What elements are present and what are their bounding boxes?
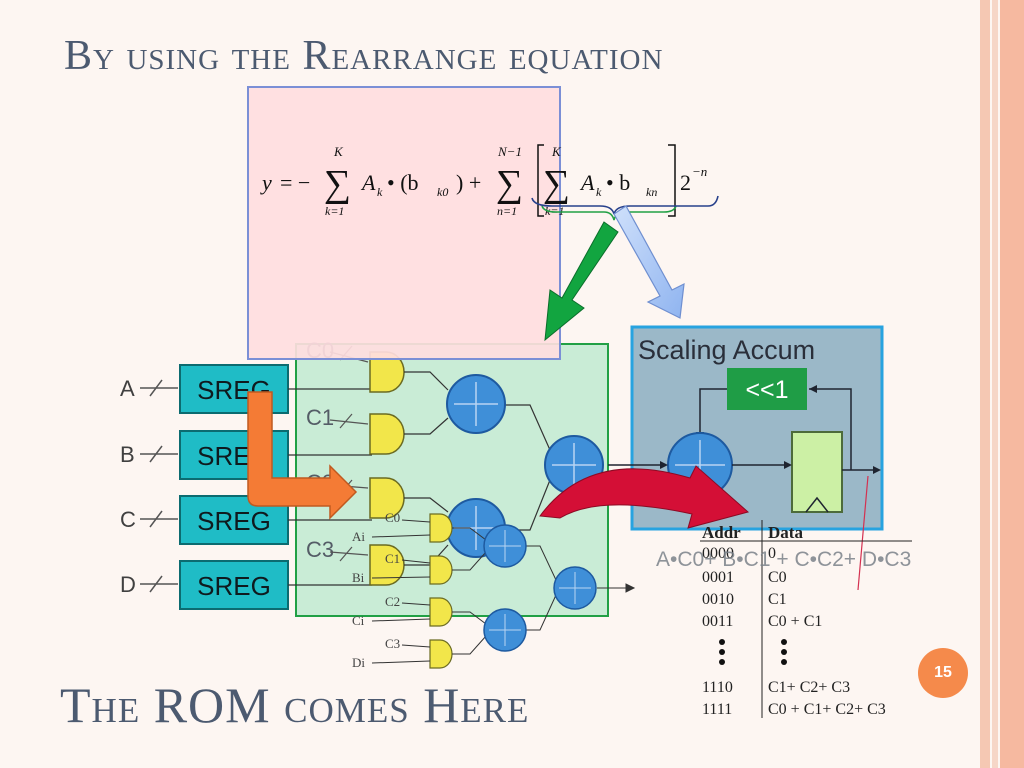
- eq-pow-base: 2: [680, 170, 691, 195]
- rom-row-4-data: C0 + C1: [768, 613, 822, 630]
- eq-close1: ) +: [456, 170, 481, 195]
- small-input-d: Di: [352, 655, 365, 670]
- rom-row-2-data: C0: [768, 569, 787, 586]
- rom-header-data: Data: [768, 523, 803, 542]
- eq-a2-sub: k: [596, 185, 602, 199]
- small-and-gate-1: [429, 513, 453, 543]
- rom-row-6-addr: 1111: [702, 701, 732, 718]
- rom-row-1-data: 0: [768, 545, 776, 562]
- eq-sum1-symbol: ∑: [324, 163, 351, 205]
- accum-register: [791, 431, 843, 513]
- eq-sum2-top: N−1: [497, 144, 522, 159]
- and-gate-4: [369, 544, 405, 586]
- eq-pow-exp: −n: [692, 164, 707, 179]
- eq-left-bracket: [537, 144, 544, 217]
- right-stripe-b: [992, 0, 998, 768]
- input-c-label: C: [120, 507, 136, 532]
- rom-table: Addr Data 0000 0 0001 C0 0010 C1 0011 C0…: [700, 520, 912, 718]
- eq-brace-green: [541, 205, 677, 221]
- rom-row-5-addr: 1110: [702, 679, 733, 696]
- slide-title: By using the Rearrange equation: [64, 33, 664, 79]
- small-coeff-c0: C0: [385, 510, 400, 525]
- overlay-expression: A•C0+ B•C1 + C•C2+ D•C3: [656, 548, 911, 571]
- eq-a1-sub: k: [377, 185, 383, 199]
- small-and-gate-2: [429, 555, 453, 585]
- eq-right-bracket: [668, 144, 676, 217]
- green-arrow: [544, 221, 619, 342]
- eq-b1-sub: k0: [437, 185, 448, 199]
- coeff-c1: C1: [306, 405, 334, 430]
- eq-sum3-top: K: [551, 144, 562, 159]
- small-coeff-c2: C2: [385, 594, 400, 609]
- sreg-wires: [288, 388, 372, 586]
- eq-sum1-bottom: k=1: [325, 204, 344, 218]
- eq-a1: A: [360, 170, 376, 195]
- eq-sum1-top: K: [333, 144, 344, 159]
- sreg-c-label: SREG: [197, 506, 271, 536]
- input-b-label: B: [120, 442, 135, 467]
- input-a-label: A: [120, 376, 135, 401]
- blue-arrow: [613, 205, 685, 319]
- sreg-d: D SREG: [120, 560, 289, 610]
- eq-sum2-bottom: n=1: [497, 204, 517, 218]
- rom-row-2-addr: 0001: [702, 569, 734, 586]
- equation-box: [247, 86, 561, 360]
- scaling-accum-title: Scaling Accum: [638, 335, 815, 365]
- and-gates-small: [429, 513, 453, 669]
- rom-row-3-data: C1: [768, 591, 787, 608]
- rom-row-1-addr: 0000: [702, 545, 734, 562]
- small-and-gate-4: [429, 639, 453, 669]
- eq-dot1: • (b: [387, 170, 419, 195]
- rom-row-6-data: C0 + C1+ C2+ C3: [768, 701, 886, 718]
- orange-arrow: [247, 391, 358, 520]
- small-input-a: Ai: [352, 529, 365, 544]
- equation: y = − K ∑ k=1 A k • (b k0 ) + N−1 ∑ n=1 …: [260, 144, 719, 221]
- eq-a2: A: [579, 170, 595, 195]
- input-d-label: D: [120, 572, 136, 597]
- rom-row-5-data: C1+ C2+ C3: [768, 679, 850, 696]
- and-gate-3: [369, 477, 405, 519]
- scaling-accumulator: Scaling Accum <<1: [608, 325, 884, 531]
- small-coeff-c3: C3: [385, 636, 400, 651]
- shift-box: [727, 368, 807, 410]
- rom-row-3-addr: 0010: [702, 591, 734, 608]
- small-wires: [371, 519, 636, 664]
- eq-b2-sub: kn: [646, 185, 657, 199]
- small-coeff-c1: C1: [385, 551, 400, 566]
- shift-label: <<1: [745, 376, 788, 404]
- eq-sum3-symbol: ∑: [543, 163, 570, 205]
- right-stripe-c: [1000, 0, 1024, 768]
- small-and-gate-3: [429, 597, 453, 627]
- right-stripe-a: [980, 0, 990, 768]
- small-input-b: Bi: [352, 570, 365, 585]
- rom-header-addr: Addr: [702, 523, 741, 542]
- eq-equals: = −: [280, 170, 310, 195]
- eq-sum3-bottom: k=1: [545, 204, 564, 218]
- eq-y: y: [260, 170, 272, 195]
- and-gates-large: [369, 351, 405, 586]
- and-gate-2: [369, 413, 405, 455]
- red-arrow: [539, 465, 750, 529]
- eq-sum2-symbol: ∑: [496, 163, 523, 205]
- small-input-c: Ci: [352, 613, 365, 628]
- small-labels: C0 C1 C2 C3 Ai Bi Ci Di: [352, 510, 400, 670]
- rom-ellipsis: [719, 639, 787, 665]
- sreg-d-label: SREG: [197, 571, 271, 601]
- slide-subtitle: The ROM comes Here: [60, 677, 530, 733]
- adders-small: [483, 524, 597, 652]
- rom-row-4-addr: 0011: [702, 613, 733, 630]
- page-number-badge: 15: [918, 648, 968, 698]
- eq-dot2: • b: [606, 170, 630, 195]
- red-indicator-line: [857, 475, 869, 591]
- coeff-c3: C3: [306, 537, 334, 562]
